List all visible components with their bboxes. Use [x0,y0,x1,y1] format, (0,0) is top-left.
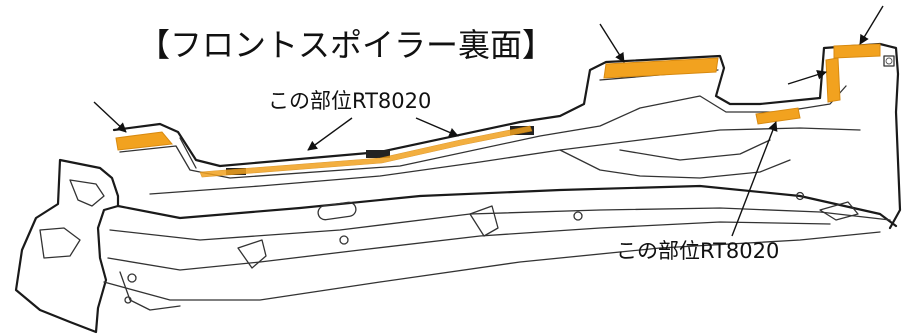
clip-square [883,55,895,67]
arrow-label-bottom [731,121,778,237]
left-end-cap [14,158,120,334]
callout-label-top: この部位RT8020 [268,89,431,113]
clip-block-2 [366,150,390,158]
bracket-mid [469,205,499,237]
tape-top-center [603,57,719,79]
tape-right-inner [755,107,801,125]
screw-5 [795,191,805,201]
arrow-left-corner [93,101,127,133]
tape-strips [115,43,881,178]
tape-lip-thin [199,125,533,178]
spoiler-body [14,42,902,334]
arrow-top-center [599,23,625,63]
tape-left-corner [115,131,173,151]
arrow-right-top [859,5,884,45]
tape-right-vertical [825,57,841,103]
arrow-label-top-1 [307,117,353,151]
tape-right-horizontal [833,43,881,59]
arrows [93,5,884,237]
upper-edge [112,42,902,230]
arrow-label-top-2 [415,117,459,138]
screw-4 [124,296,132,304]
screw-1 [339,235,349,245]
screw-3 [127,273,137,283]
arrow-right-vertical [787,69,827,85]
screw-2 [573,211,583,221]
center-slot [317,201,357,221]
diagram-title: 【フロントスポイラー裏面】 [138,26,554,64]
callout-label-bottom: この部位RT8020 [616,239,779,263]
bracket-left [237,239,267,269]
lower-edge [116,184,898,228]
